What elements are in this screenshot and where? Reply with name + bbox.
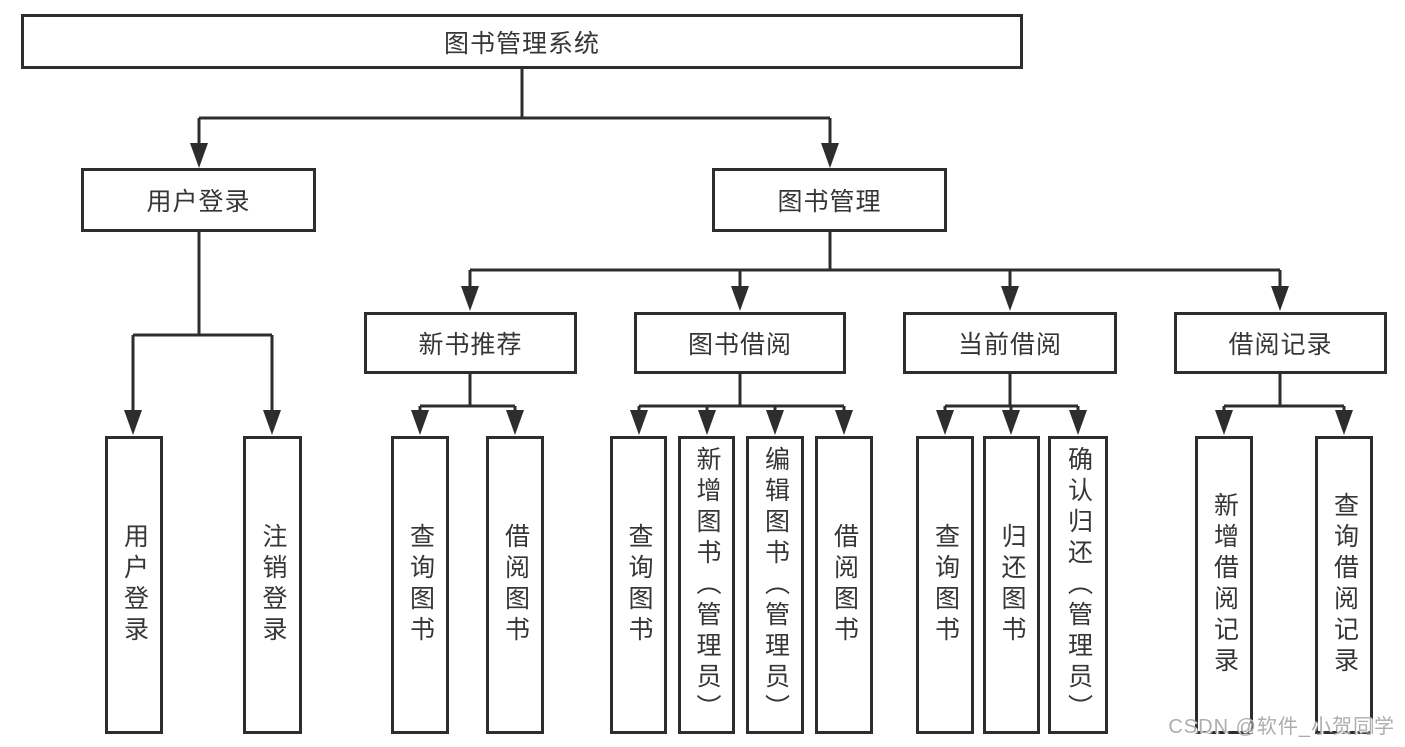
node-new-book-recommend: 新书推荐 [364, 312, 577, 374]
node-user-login-label: 用户登录 [146, 188, 251, 216]
leaf-bb-borrow-books: 借阅图书 [815, 436, 873, 734]
leaf-bb-add-books-admin: 新增图书（管理员） [678, 436, 735, 734]
leaf-label: 查询图书 [931, 523, 960, 647]
leaf-bb-query-books: 查询图书 [610, 436, 667, 734]
leaf-label: 借阅图书 [501, 523, 530, 647]
leaf-label: 用户登录 [120, 523, 149, 647]
leaf-br-add-record: 新增借阅记录 [1195, 436, 1253, 734]
node-book-management: 图书管理 [712, 168, 947, 232]
node-borrow-record: 借阅记录 [1174, 312, 1387, 374]
node-new-book-recommend-label: 新书推荐 [418, 331, 523, 359]
node-root-label: 图书管理系统 [443, 29, 600, 58]
leaf-nb-query-books: 查询图书 [391, 436, 449, 734]
leaf-label: 新增图书（管理员） [693, 445, 721, 725]
leaf-label: 查询图书 [625, 523, 653, 647]
leaf-label: 归还图书 [998, 523, 1026, 647]
leaf-user-login: 用户登录 [105, 436, 163, 734]
node-borrow-record-label: 借阅记录 [1228, 331, 1333, 359]
node-current-borrow: 当前借阅 [903, 312, 1117, 374]
leaf-label: 查询图书 [406, 523, 435, 647]
leaf-label: 注销登录 [259, 523, 287, 647]
node-current-borrow-label: 当前借阅 [957, 331, 1062, 359]
leaf-label: 确认归还（管理员） [1064, 445, 1093, 725]
leaf-label: 借阅图书 [830, 523, 859, 647]
leaf-label: 查询借阅记录 [1330, 492, 1359, 678]
node-root: 图书管理系统 [21, 14, 1023, 69]
leaf-bb-edit-books-admin: 编辑图书（管理员） [746, 436, 804, 734]
leaf-logout: 注销登录 [243, 436, 302, 734]
arrowhead-icons [124, 143, 1353, 435]
connector-edges [131, 69, 1346, 428]
leaf-cb-query-books: 查询图书 [916, 436, 974, 734]
node-book-borrow: 图书借阅 [634, 312, 846, 374]
leaf-label: 编辑图书（管理员） [761, 445, 790, 725]
watermark: CSDN @软件_小贺同学 [1168, 716, 1395, 738]
node-user-login: 用户登录 [81, 168, 316, 232]
leaf-label: 新增借阅记录 [1210, 492, 1239, 678]
leaf-nb-borrow-books: 借阅图书 [486, 436, 544, 734]
leaf-cb-confirm-return-admin: 确认归还（管理员） [1048, 436, 1108, 734]
node-book-borrow-label: 图书借阅 [687, 331, 792, 359]
node-book-management-label: 图书管理 [777, 188, 882, 216]
leaf-cb-return-books: 归还图书 [983, 436, 1040, 734]
leaf-br-query-record: 查询借阅记录 [1315, 436, 1373, 734]
